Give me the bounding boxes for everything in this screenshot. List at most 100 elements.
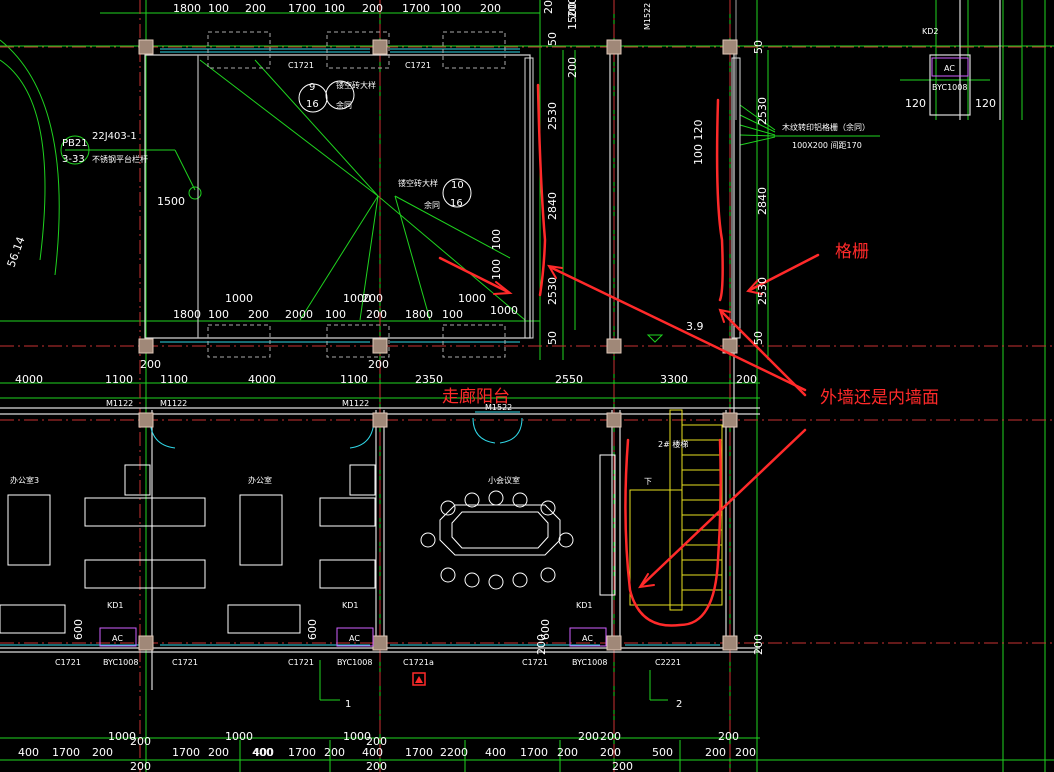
dim-bot-200b: 200 — [366, 735, 387, 748]
tag-ac-3: AC — [582, 634, 593, 643]
vdim-200b: 200 — [566, 57, 579, 78]
vdim-2840: 2840 — [546, 192, 559, 220]
dim-bot-400c: 400 — [253, 746, 274, 759]
ac-units — [99, 57, 969, 647]
dim-upper-200c: 200 — [366, 308, 387, 321]
vdim-r-200: 200 — [752, 634, 765, 655]
dim-bot-200e: 200 — [92, 746, 113, 759]
dim-bot-200h: 2200 — [440, 746, 468, 759]
dim-top-4: 1700 — [288, 2, 316, 15]
dim-mid-2350: 2350 — [415, 373, 443, 386]
vdim-r-2840: 2840 — [756, 187, 769, 215]
red-marker — [412, 672, 426, 686]
tag-same-1: 余同 — [336, 100, 352, 110]
vdim-r-2530b: 2530 — [756, 277, 769, 305]
tag-c1721-6: C1721 — [522, 658, 548, 667]
vdim-2530b: 2530 — [546, 277, 559, 305]
annotation-grille: 格栅 — [835, 242, 869, 262]
tag-ac-2: AC — [349, 634, 360, 643]
tag-c1721-2: C1721 — [405, 61, 431, 70]
tag-dim-120a: 120 — [905, 97, 926, 110]
dim-mid-200b: 200 — [140, 358, 161, 371]
tag-grille-spec: 100X200 间距170 — [792, 141, 862, 150]
dim-bot-200g: 200 — [324, 746, 345, 759]
meeting-table — [420, 490, 574, 590]
dim-top-1: 1800 — [173, 2, 201, 15]
dim-bot-200i: 200 — [735, 746, 756, 759]
dim-top-5: 100 — [324, 2, 345, 15]
red-mark-left-wall — [536, 83, 547, 297]
tag-detail-16: 16 — [306, 99, 319, 110]
dim-bot-200n: 200 — [366, 760, 387, 772]
vdim-1500: 1500 — [566, 2, 579, 30]
tag-byc1008-1: BYC1008 — [103, 658, 138, 667]
tag-kd1-3: KD1 — [576, 601, 593, 610]
tag-sheet-ref: 3-33 — [62, 154, 85, 165]
tag-detail-10: 10 — [451, 180, 464, 191]
tag-detail-9: 9 — [309, 82, 315, 93]
tag-pb21: PB21 — [62, 138, 88, 149]
dim-bot-200f: 200 — [208, 746, 229, 759]
tag-axis-1: 1 — [345, 699, 351, 710]
tag-byc1008-4: BYC1008 — [932, 83, 967, 92]
tag-dim-600b: 600 — [306, 619, 319, 640]
dim-top-6: 200 — [362, 2, 383, 15]
dim-bot-1700e: 1700 — [520, 746, 548, 759]
tag-ac-4: AC — [944, 64, 955, 73]
tag-dim-100b: 100 — [490, 259, 503, 280]
tag-down: 下 — [644, 477, 652, 486]
hidden-outlines — [207, 31, 506, 358]
dim-bot-200j: 200 — [557, 746, 578, 759]
detail-markers — [298, 80, 472, 208]
dim-bot-200c: 200 — [600, 730, 621, 743]
tag-dim-100-120: 100 120 — [692, 120, 705, 166]
dim-bot-500: 200 — [705, 746, 726, 759]
dim-top-2: 100 — [208, 2, 229, 15]
tag-dim-39: 3.9 — [686, 320, 704, 333]
dim-mid-2550: 2550 — [555, 373, 583, 386]
vdim-200c: 200 — [566, 0, 579, 18]
tag-m1122-2: M1122 — [160, 399, 187, 408]
dim-bot-400e: 400 — [485, 746, 506, 759]
tag-dim-600a: 600 — [72, 619, 85, 640]
dim-bot-1700b: 1700 — [172, 746, 200, 759]
office-furniture — [0, 454, 616, 634]
red-mark-stair — [624, 438, 722, 627]
vdim-l-200: 200 — [535, 634, 548, 655]
tag-same-2: 余同 — [424, 200, 440, 210]
dim-upper-100c: 100 — [442, 308, 463, 321]
dim-bot-2200: 500 — [652, 746, 673, 759]
dim-upper-100a: 100 — [208, 308, 229, 321]
vdim-50a: 50 — [546, 32, 559, 46]
dim-mid-200c: 200 — [368, 358, 389, 371]
tag-axis-2: 2 — [676, 699, 682, 710]
level-marker — [646, 334, 664, 343]
tag-m1122-3: M1122 — [342, 399, 369, 408]
dim-upper-2000: 2000 — [285, 308, 313, 321]
dim-top-9: 200 — [480, 2, 501, 15]
arrow-grille-left — [438, 256, 510, 294]
dim-bot-1000a: 1000 — [108, 730, 136, 743]
tag-c1721-4: C1721 — [172, 658, 198, 667]
tag-byc1008-3: BYC1008 — [572, 658, 607, 667]
dim-top-8: 100 — [440, 2, 461, 15]
tag-c1721-5: C1721 — [288, 658, 314, 667]
vdim-50b: 50 — [546, 331, 559, 345]
dim-bot-200d: 200 — [718, 730, 739, 743]
dim-bot-1000c: 1000 — [343, 730, 371, 743]
tag-kd2: KD2 — [922, 27, 939, 36]
dim-mid-1100a: 1100 — [105, 373, 133, 386]
tag-m1522-1: M1522 — [485, 403, 512, 412]
tag-kd1-2: KD1 — [342, 601, 359, 610]
dim-bot-400d: 400 — [362, 746, 383, 759]
vdim-r-50b: 50 — [752, 331, 765, 345]
dim-bot-1000d: 200 — [578, 730, 599, 743]
tag-hollow-brick-1: 镂空砖大样 — [336, 80, 376, 90]
dim-mid-1100b: 1100 — [160, 373, 188, 386]
tag-c1721a: C1721a — [403, 658, 434, 667]
tag-detail-16b: 16 — [450, 198, 463, 209]
tag-stair: 2# 楼梯 — [658, 439, 688, 449]
annotation-corridor-balcony: 走廊阳台 — [442, 387, 510, 407]
